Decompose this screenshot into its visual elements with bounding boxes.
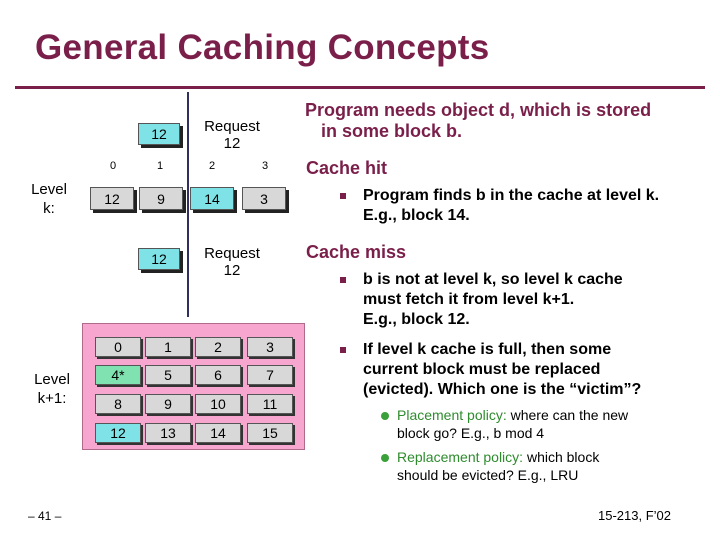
replacement-line2: should be evicted? E.g., LRU xyxy=(397,467,579,483)
circle-bullet-icon xyxy=(381,454,389,462)
square-bullet-icon xyxy=(340,347,346,353)
request-mid-line1: Request xyxy=(204,245,260,262)
cache-hit-line1: Program finds b in the cache at level k. xyxy=(363,187,660,204)
title-underline xyxy=(15,86,705,89)
placement-rest: where can the new xyxy=(506,407,629,423)
level-k1-label-line1: Level xyxy=(34,371,70,388)
level-k1-block: 5 xyxy=(145,365,191,385)
level-k-block: 12 xyxy=(90,187,134,210)
level-k1-block: 3 xyxy=(247,337,293,357)
level-k-label-line2: k: xyxy=(43,200,55,217)
cache-miss-b2-line3: (evicted). Which one is the “victim”? xyxy=(363,381,642,398)
request-top-line1: Request xyxy=(204,118,260,135)
level-k-label-line1: Level xyxy=(31,181,67,198)
level-k1-block: 14 xyxy=(195,423,241,443)
request-top-block: 12 xyxy=(138,123,180,145)
level-k1-block-requested: 12 xyxy=(95,423,141,443)
level-k-block: 3 xyxy=(242,187,286,210)
cache-miss-b1-line3: E.g., block 12. xyxy=(363,311,470,328)
replacement-policy: Replacement policy: which block should b… xyxy=(397,448,707,484)
request-mid-line2: 12 xyxy=(223,262,241,279)
replacement-rest: which block xyxy=(523,449,600,465)
level-k1-label-line2: k+1: xyxy=(37,390,67,407)
level-k1-block-evicted: 4* xyxy=(95,365,141,385)
cache-miss-b1-line2: must fetch it from level k+1. xyxy=(363,291,575,308)
level-k1-block: 6 xyxy=(195,365,241,385)
level-k-index: 0 xyxy=(109,160,117,172)
cache-miss-b1-line1: b is not at level k, so level k cache xyxy=(363,271,623,288)
circle-bullet-icon xyxy=(381,412,389,420)
intro-line1: Program needs object d, which is stored xyxy=(305,100,652,120)
level-k1-block: 7 xyxy=(247,365,293,385)
cache-miss-heading: Cache miss xyxy=(306,242,407,262)
request-top-label: Request 12 xyxy=(198,118,266,152)
level-k1-label: Level k+1: xyxy=(26,370,78,408)
intro-text: Program needs object d, which is stored … xyxy=(305,100,705,142)
level-k1-block: 13 xyxy=(145,423,191,443)
square-bullet-icon xyxy=(340,193,346,199)
cache-miss-b2-line2: current block must be replaced xyxy=(363,361,601,378)
level-k1-block: 9 xyxy=(145,394,191,414)
transfer-line xyxy=(187,92,189,317)
request-mid-label: Request 12 xyxy=(198,245,266,279)
level-k-block: 9 xyxy=(139,187,183,210)
level-k1-block: 10 xyxy=(195,394,241,414)
cache-miss-b2-line1: If level k cache is full, then some xyxy=(363,341,612,358)
cache-miss-bullet-1: b is not at level k, so level k cache mu… xyxy=(363,270,703,330)
cache-hit-bullet: Program finds b in the cache at level k.… xyxy=(363,186,708,226)
cache-hit-line2: E.g., block 14. xyxy=(363,207,470,224)
slide-title: General Caching Concepts xyxy=(35,28,490,67)
course-label: 15-213, F’02 xyxy=(598,508,671,523)
level-k-index: 1 xyxy=(156,160,164,172)
intro-line2: in some block b. xyxy=(321,121,463,141)
page-number: – 41 – xyxy=(28,509,62,523)
level-k1-block: 15 xyxy=(247,423,293,443)
level-k-index: 3 xyxy=(261,160,269,172)
level-k-label: Level k: xyxy=(25,180,73,218)
level-k1-block: 8 xyxy=(95,394,141,414)
placement-term: Placement policy: xyxy=(397,407,507,423)
square-bullet-icon xyxy=(340,277,346,283)
level-k1-block: 11 xyxy=(247,394,293,414)
placement-line2: block go? E.g., b mod 4 xyxy=(397,425,545,441)
request-mid-block: 12 xyxy=(138,248,180,270)
request-top-line2: 12 xyxy=(223,135,241,152)
level-k-block-hit: 14 xyxy=(190,187,234,210)
level-k1-block: 1 xyxy=(145,337,191,357)
placement-policy: Placement policy: where can the new bloc… xyxy=(397,406,707,442)
replacement-term: Replacement policy: xyxy=(397,449,524,465)
cache-hit-heading: Cache hit xyxy=(306,158,388,178)
level-k-index: 2 xyxy=(208,160,216,172)
level-k1-block: 0 xyxy=(95,337,141,357)
cache-miss-bullet-2: If level k cache is full, then some curr… xyxy=(363,340,703,400)
level-k1-block: 2 xyxy=(195,337,241,357)
